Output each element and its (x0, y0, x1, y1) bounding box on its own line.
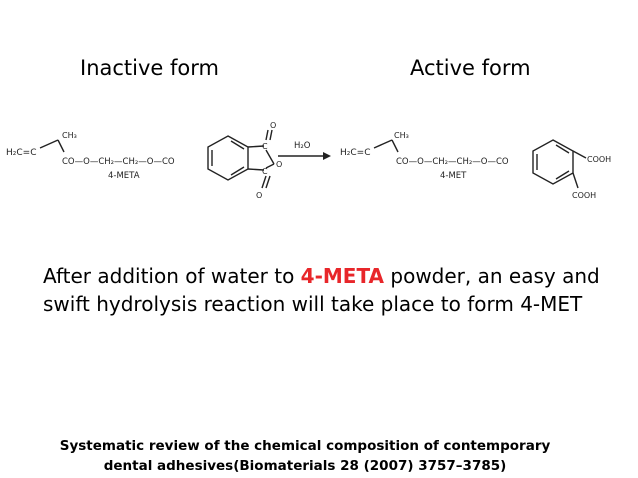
reaction-arrow (278, 152, 331, 160)
meta-carbonyl-top: O (270, 121, 276, 130)
reaction-scheme: CH₃ H₂C=C CO—O—CH₂—CH₂—O—CO O C O C O 4-… (6, 121, 611, 200)
active-form-heading: Active form (410, 56, 531, 80)
meta-ring-c-top: C (262, 142, 268, 151)
met-chain: CO—O—CH₂—CH₂—O—CO (396, 157, 509, 167)
body-highlight-4-meta: 4-META (300, 264, 385, 288)
structure-4-meta (39, 129, 275, 189)
meta-chain: CO—O—CH₂—CH₂—O—CO (62, 157, 175, 167)
meta-ring-c-bottom: C (262, 167, 268, 176)
reagent-water: H₂O (294, 141, 311, 151)
met-label: 4-MET (440, 171, 467, 181)
meta-label: 4-META (108, 171, 140, 181)
citation-line-1: Systematic review of the chemical compos… (59, 438, 551, 454)
meta-ring-o: O (276, 160, 282, 169)
meta-carbonyl-bottom: O (256, 191, 262, 200)
citation-line-2: dental adhesives(Biomaterials 28 (2007) … (103, 458, 507, 474)
structure-4-met (373, 139, 587, 189)
inactive-form-heading: Inactive form (80, 56, 219, 80)
met-methyl: CH₃ (394, 131, 409, 140)
met-cooh-bottom: COOH (572, 191, 596, 200)
body-paragraph: After addition of water to 4-META powder… (43, 262, 613, 318)
meta-methyl: CH₃ (62, 131, 77, 140)
met-cooh-top: COOH (587, 155, 611, 164)
met-vinyl: H₂C=C (340, 148, 371, 158)
body-text-after: powder, an easy and swift hydrolysis rea… (43, 264, 600, 316)
body-text-before: After addition of water to (43, 264, 301, 288)
meta-vinyl: H₂C=C (6, 148, 37, 158)
